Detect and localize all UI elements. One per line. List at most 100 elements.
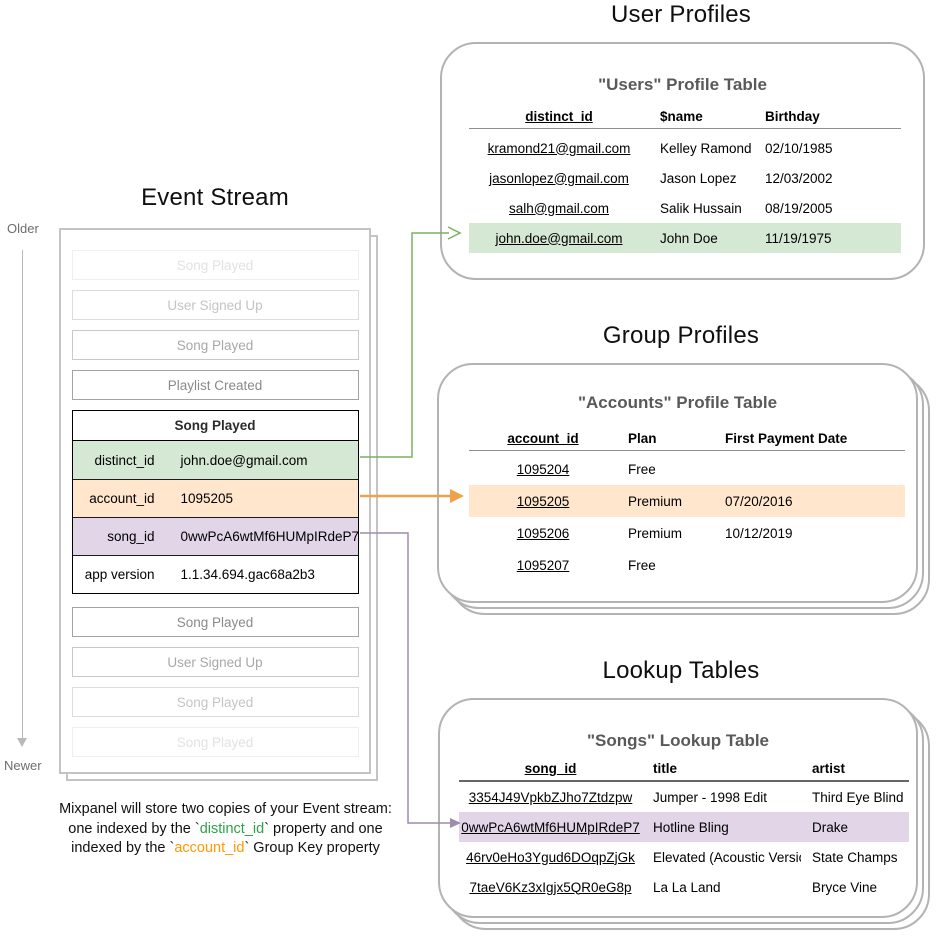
event-property-account-id: account_id 1095205: [72, 479, 358, 517]
accounts-table-title: "Accounts" Profile Table: [577, 393, 778, 412]
column-header: title: [653, 761, 678, 776]
table-cell: Jumper - 1998 Edit: [653, 789, 768, 805]
table-cell: 08/19/2005: [765, 200, 833, 216]
table-cell: John Doe: [660, 230, 718, 246]
table-cell: 02/10/1985: [765, 140, 833, 156]
timeline-line: [22, 250, 23, 738]
users-table: distinct_id $name Birthday kramond21@gma…: [469, 105, 901, 253]
header-divider: [469, 450, 905, 451]
property-key: song_id: [107, 529, 155, 544]
focused-event-name: Song Played: [72, 411, 358, 441]
table-cell: Premium: [628, 525, 683, 541]
table-cell: Salik Hussain: [660, 200, 742, 216]
column-header: $name: [660, 109, 703, 124]
caption-line2-suffix: ` property and one: [264, 820, 383, 837]
caption-line3-prefix: indexed by the `: [71, 840, 175, 856]
users-table-title: "Users" Profile Table: [598, 75, 767, 94]
distinct-id-reference: distinct_id: [199, 820, 265, 837]
property-key: account_id: [89, 491, 155, 506]
event-row-ghost: Song Played: [71, 687, 359, 717]
column-header: Birthday: [765, 109, 820, 124]
table-cell: kramond21@gmail.com: [487, 140, 631, 156]
table-cell: Free: [628, 557, 656, 573]
event-row-ghost: Song Played: [71, 330, 359, 360]
table-row: jasonlopez@gmail.com Jason Lopez 12/03/200…: [469, 163, 901, 193]
older-label: Older: [7, 221, 39, 236]
property-value: 0wwPcA6wtMf6HUMpIRdeP7: [180, 529, 360, 544]
table-cell: 1095206: [516, 525, 570, 541]
table-cell: 11/19/1975: [765, 230, 832, 246]
table-cell: 10/12/2019: [725, 525, 793, 541]
caption-line1: Mixpanel will store two copies of your E…: [59, 801, 392, 817]
property-key: app version: [84, 567, 155, 582]
event-row-ghost: User Signed Up: [71, 647, 359, 677]
newer-label: Newer: [4, 758, 42, 773]
table-cell: 7taeV6Kz3xIgjx5QR0eG8p: [469, 879, 632, 895]
accounts-profile-card: "Accounts" Profile Table account_id Plan…: [437, 363, 918, 603]
event-row-ghost: Song Played: [71, 250, 359, 280]
table-cell: Elevated (Acoustic Version): [653, 849, 801, 865]
table-row: 46rv0eHo3Ygud6DOqpZjGk Elevated (Acoustic…: [459, 842, 909, 872]
group-profiles-section-title: Group Profiles: [602, 322, 760, 349]
property-value: 1.1.34.694.gac68a2b3: [180, 567, 315, 582]
users-table-header: distinct_id $name Birthday: [469, 105, 901, 128]
table-cell: 1095207: [516, 557, 570, 573]
caption: Mixpanel will store two copies of your E…: [23, 800, 428, 859]
property-value: 1095205: [180, 491, 234, 506]
table-cell: 0wwPcA6wtMf6HUMpIRdeP7: [461, 819, 640, 835]
table-row: 3354J49VpkbZJho7Ztdzpw Jumper - 1998 Edit…: [459, 782, 909, 812]
event-row-ghost: Playlist Created: [71, 370, 359, 400]
table-cell: 1095204: [516, 461, 570, 477]
table-cell: john.doe@gmail.com: [495, 230, 623, 246]
table-row: 1095205 Premium 07/20/2016: [469, 485, 905, 517]
table-cell: Hotline Bling: [653, 819, 729, 835]
table-cell: 46rv0eHo3Ygud6DOqpZjGk: [466, 849, 635, 865]
accounts-table: account_id Plan First Payment Date 10952…: [469, 427, 905, 581]
table-cell: Bryce Vine: [812, 879, 878, 895]
songs-table-title: "Songs" Lookup Table: [586, 731, 770, 750]
table-row: 1095207 Free: [469, 549, 905, 581]
table-cell: La La Land: [653, 879, 721, 895]
users-profile-card: "Users" Profile Table distinct_id $name …: [440, 42, 925, 280]
caption-line3-suffix: ` Group Key property: [244, 840, 380, 856]
column-header: Plan: [628, 431, 657, 446]
table-row: 7taeV6Kz3xIgjx5QR0eG8p La La Land Bryce Vi…: [459, 872, 909, 902]
table-row: john.doe@gmail.com John Doe 11/19/1975: [469, 223, 901, 253]
table-row: 1095206 Premium 10/12/2019: [469, 517, 905, 549]
table-cell: 12/03/2002: [765, 170, 833, 186]
column-header: song_id: [524, 761, 577, 776]
table-cell: Free: [628, 461, 656, 477]
column-header: account_id: [507, 431, 579, 446]
event-row-ghost: Song Played: [71, 607, 359, 637]
table-cell: Jason Lopez: [660, 170, 737, 186]
timeline-arrow-down-icon: [17, 738, 27, 747]
property-key: distinct_id: [94, 452, 155, 468]
table-cell: jasonlopez@gmail.com: [489, 170, 629, 186]
column-header: artist: [812, 761, 846, 776]
column-header: distinct_id: [525, 109, 593, 124]
account-id-reference: account_id: [174, 840, 245, 856]
table-cell: 1095205: [516, 493, 570, 509]
songs-table-header: song_id title artist: [459, 757, 909, 780]
caption-line3: indexed by the `account_id` Group Key pr…: [23, 839, 428, 859]
accounts-table-header: account_id Plan First Payment Date: [469, 427, 905, 450]
table-cell: Drake: [812, 819, 849, 835]
table-cell: State Champs: [812, 849, 898, 865]
table-cell: Premium: [628, 493, 683, 509]
table-cell: 07/20/2016: [725, 493, 793, 509]
header-divider: [459, 780, 909, 782]
event-stream-title: Event Stream: [141, 184, 289, 211]
songs-table-body: 3354J49VpkbZJho7Ztdzpw Jumper - 1998 Edit…: [459, 782, 909, 902]
lookup-tables-section-title: Lookup Tables: [602, 657, 760, 684]
event-property-app-version: app version 1.1.34.694.gac68a2b3: [72, 555, 358, 593]
event-property-song-id: song_id 0wwPcA6wtMf6HUMpIRdeP7: [72, 517, 360, 555]
caption-line2: one indexed by the `distinct_id` propert…: [23, 820, 428, 840]
table-row: 1095204 Free: [469, 453, 905, 485]
table-cell: 3354J49VpkbZJho7Ztdzpw: [468, 789, 633, 805]
column-header: First Payment Date: [725, 431, 848, 446]
event-row-ghost: Song Played: [71, 727, 359, 757]
